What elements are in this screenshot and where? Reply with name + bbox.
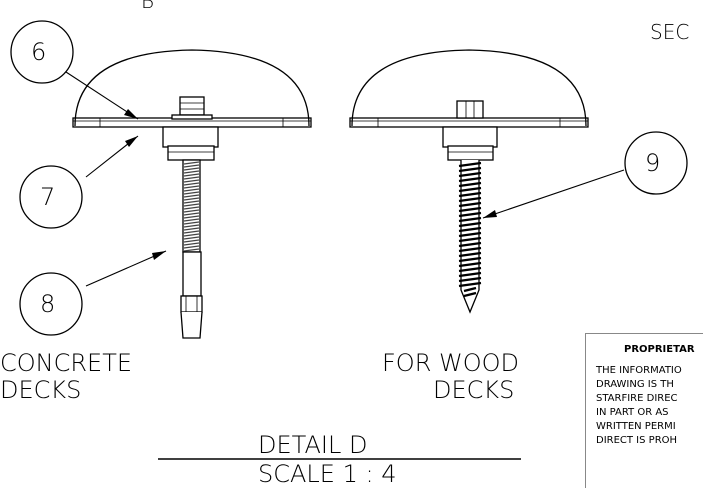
lag-thread bbox=[458, 211, 482, 218]
lag-thread bbox=[458, 221, 482, 228]
left-top-nut bbox=[179, 96, 205, 116]
balloon-leaders bbox=[65, 71, 625, 287]
notice-title: PROPRIETAR bbox=[624, 344, 695, 355]
thread-line bbox=[183, 185, 200, 189]
notice-line: THE INFORMATIO bbox=[596, 365, 682, 376]
balloon-6-label: 6 bbox=[31, 38, 47, 66]
lag-thread bbox=[458, 181, 482, 188]
thread-line bbox=[183, 197, 200, 201]
thread-line bbox=[183, 194, 200, 198]
lag-thread bbox=[458, 231, 482, 238]
lag-thread bbox=[458, 251, 482, 258]
cut-letter-b: B bbox=[141, 0, 155, 13]
thread-line bbox=[183, 173, 200, 177]
thread-line bbox=[183, 179, 200, 183]
lag-thread bbox=[458, 201, 482, 208]
detail-title: DETAIL D bbox=[258, 431, 368, 459]
left-bracket bbox=[162, 126, 219, 148]
lag-thread bbox=[463, 286, 477, 293]
caption-concrete: CONCRETE bbox=[0, 349, 133, 377]
thread-line bbox=[183, 164, 200, 168]
detail-scale: SCALE 1 : 4 bbox=[258, 460, 397, 488]
balloon-circles bbox=[10, 20, 688, 336]
thread-line bbox=[183, 227, 200, 231]
thread-line bbox=[183, 218, 200, 222]
anchor-thread-hatch bbox=[183, 161, 200, 252]
wood-assembly bbox=[349, 49, 589, 314]
notice-line: IN PART OR AS bbox=[596, 407, 669, 418]
balloon-9-label: 9 bbox=[645, 149, 661, 177]
right-hex-head bbox=[456, 100, 484, 119]
right-dome-pad bbox=[351, 49, 587, 127]
thread-line bbox=[183, 224, 200, 228]
notice-line: STARFIRE DIREC bbox=[596, 393, 678, 404]
thread-line bbox=[183, 230, 200, 234]
lag-thread bbox=[458, 186, 482, 193]
lag-thread bbox=[463, 291, 477, 298]
thread-line bbox=[183, 242, 200, 246]
lag-thread bbox=[458, 271, 482, 278]
thread-line bbox=[183, 200, 200, 204]
notice-line: WRITTEN PERMI bbox=[596, 421, 676, 432]
lag-thread bbox=[458, 176, 482, 183]
lag-thread bbox=[458, 161, 482, 168]
lag-thread bbox=[458, 276, 482, 283]
lag-thread bbox=[458, 206, 482, 213]
thread-line bbox=[183, 203, 200, 207]
notice-line: DRAWING IS TH bbox=[596, 379, 674, 390]
thread-line bbox=[183, 170, 200, 174]
thread-line bbox=[183, 191, 200, 195]
section-label: SEC bbox=[650, 20, 690, 44]
right-base-plate bbox=[349, 117, 589, 128]
balloon-8-label: 8 bbox=[40, 290, 56, 318]
lag-thread bbox=[458, 226, 482, 233]
thread-line bbox=[183, 245, 200, 249]
caption-for-wood: FOR WOOD bbox=[382, 349, 519, 377]
thread-line bbox=[183, 167, 200, 171]
lag-screw-threads bbox=[458, 161, 482, 298]
lag-thread bbox=[458, 266, 482, 273]
thread-line bbox=[183, 176, 200, 180]
thread-line bbox=[183, 239, 200, 243]
thread-line bbox=[183, 236, 200, 240]
thread-line bbox=[183, 206, 200, 210]
thread-line bbox=[183, 209, 200, 213]
lag-thread bbox=[458, 241, 482, 248]
right-bracket bbox=[442, 126, 498, 148]
thread-line bbox=[183, 212, 200, 216]
caption-decks-left: DECKS bbox=[0, 376, 82, 404]
proprietary-notice: PROPRIETAR THE INFORMATIO DRAWING IS TH … bbox=[585, 333, 703, 488]
lag-thread bbox=[458, 281, 482, 288]
anchor-sleeve bbox=[182, 251, 202, 297]
leader-arrowheads bbox=[124, 109, 497, 260]
lag-thread bbox=[458, 171, 482, 178]
lag-thread bbox=[458, 216, 482, 223]
balloon-7-label: 7 bbox=[40, 183, 56, 211]
thread-line bbox=[183, 221, 200, 225]
thread-line bbox=[183, 188, 200, 192]
lag-thread bbox=[458, 256, 482, 263]
lag-thread bbox=[458, 246, 482, 253]
concrete-assembly bbox=[72, 49, 312, 339]
lag-thread bbox=[458, 166, 482, 173]
left-dome-pad bbox=[74, 49, 310, 127]
lag-thread bbox=[458, 236, 482, 243]
thread-line bbox=[183, 182, 200, 186]
lag-thread bbox=[458, 191, 482, 198]
caption-decks-right: DECKS bbox=[433, 376, 515, 404]
thread-line bbox=[183, 161, 200, 165]
thread-line bbox=[183, 248, 200, 252]
lag-thread bbox=[458, 261, 482, 268]
notice-line: DIRECT IS PROH bbox=[596, 435, 678, 446]
thread-line bbox=[183, 215, 200, 219]
thread-line bbox=[183, 233, 200, 237]
lag-thread bbox=[458, 196, 482, 203]
